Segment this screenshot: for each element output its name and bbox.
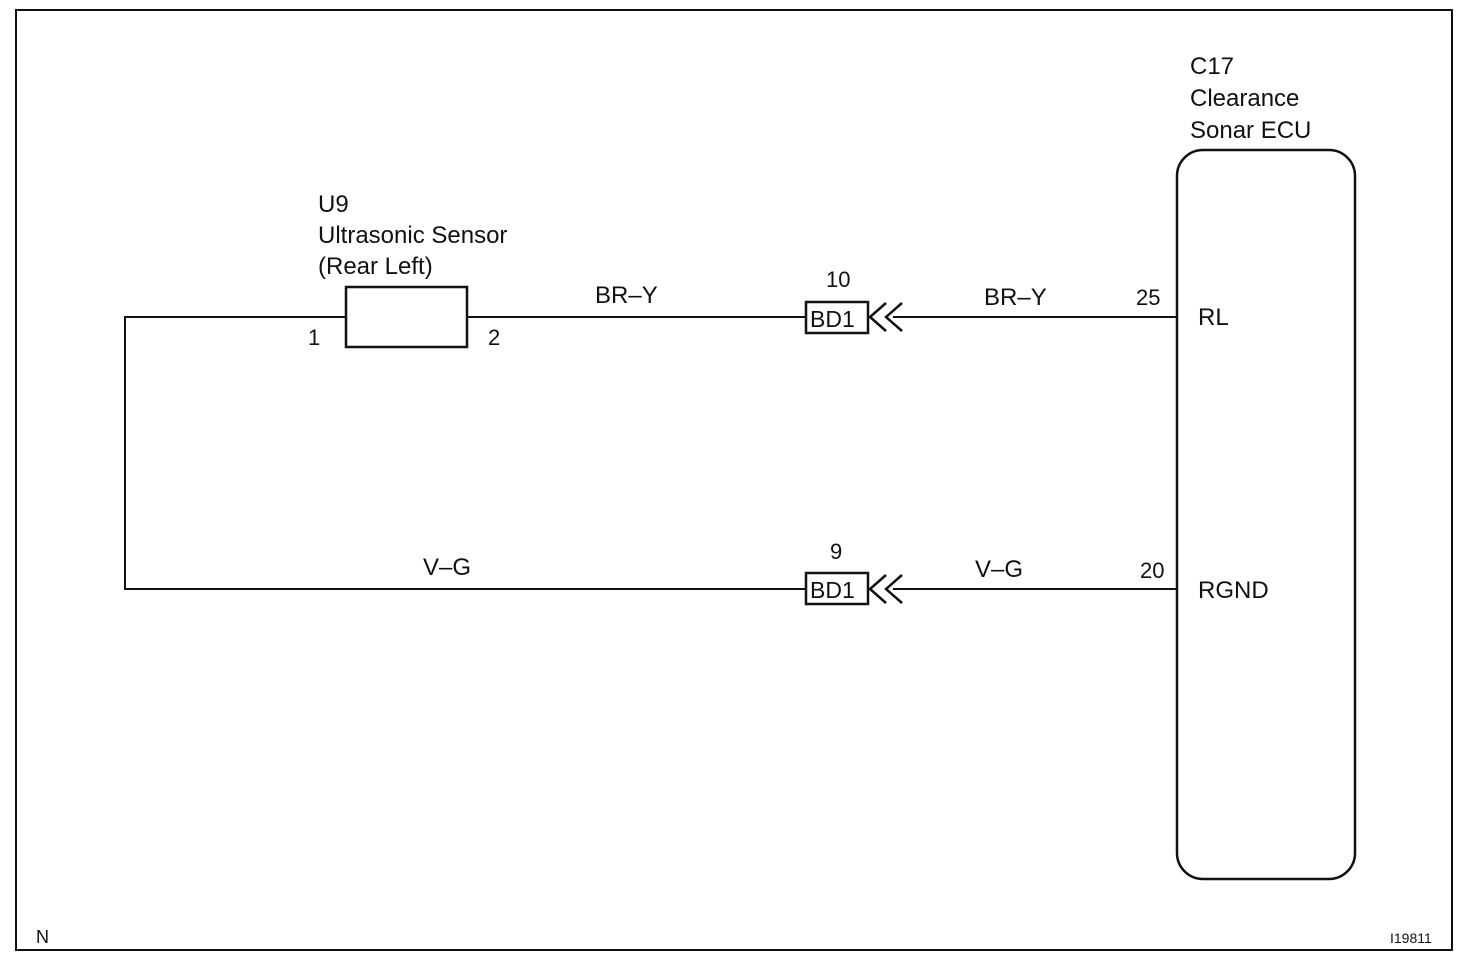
ecu-code: C17 — [1190, 53, 1234, 80]
wire-color-bottom-right: V–G — [975, 556, 1023, 583]
connector-pin-number: 9 — [830, 539, 842, 564]
connector-bd1-pin9: 9 BD1 — [804, 539, 903, 606]
sensor-body — [344, 285, 469, 349]
connector-pin-number: 10 — [826, 267, 850, 292]
ecu-name-line2: Sonar ECU — [1190, 117, 1311, 144]
sensor-name: Ultrasonic Sensor — [318, 222, 507, 249]
ecu-body — [1175, 148, 1357, 881]
connector-id: BD1 — [810, 306, 855, 332]
wire-left-loop — [124, 316, 806, 590]
connector-box — [804, 300, 870, 335]
connector-id: BD1 — [810, 577, 855, 603]
connector-arrow-icon — [868, 574, 903, 604]
wires — [124, 316, 1177, 590]
wire-color-bottom-left: V–G — [423, 554, 471, 581]
sensor-pin-1: 1 — [308, 325, 320, 350]
clearance-sonar-ecu: C17 Clearance Sonar ECU 25 RL 20 RGND — [1136, 53, 1357, 881]
connector-bd1-pin10: 10 BD1 — [804, 267, 903, 335]
figure-id: I19811 — [1390, 930, 1432, 946]
sensor-pin-2: 2 — [488, 325, 500, 350]
ecu-pin-name-rgnd: RGND — [1198, 577, 1269, 604]
sensor-location: (Rear Left) — [318, 253, 433, 280]
ecu-pin-number-20: 20 — [1140, 558, 1164, 583]
sensor-code: U9 — [318, 191, 349, 218]
ecu-name-line1: Clearance — [1190, 85, 1299, 112]
ultrasonic-sensor: U9 Ultrasonic Sensor (Rear Left) 1 2 — [308, 191, 507, 350]
corner-letter: N — [36, 927, 49, 947]
ecu-pin-number-25: 25 — [1136, 285, 1160, 310]
diagram-frame — [15, 9, 1453, 951]
wire-color-top-right: BR–Y — [984, 284, 1047, 311]
ecu-pin-name-rl: RL — [1198, 304, 1229, 331]
connector-box — [804, 571, 870, 606]
connector-arrow-icon — [868, 302, 903, 332]
wire-color-top-left: BR–Y — [595, 282, 658, 309]
